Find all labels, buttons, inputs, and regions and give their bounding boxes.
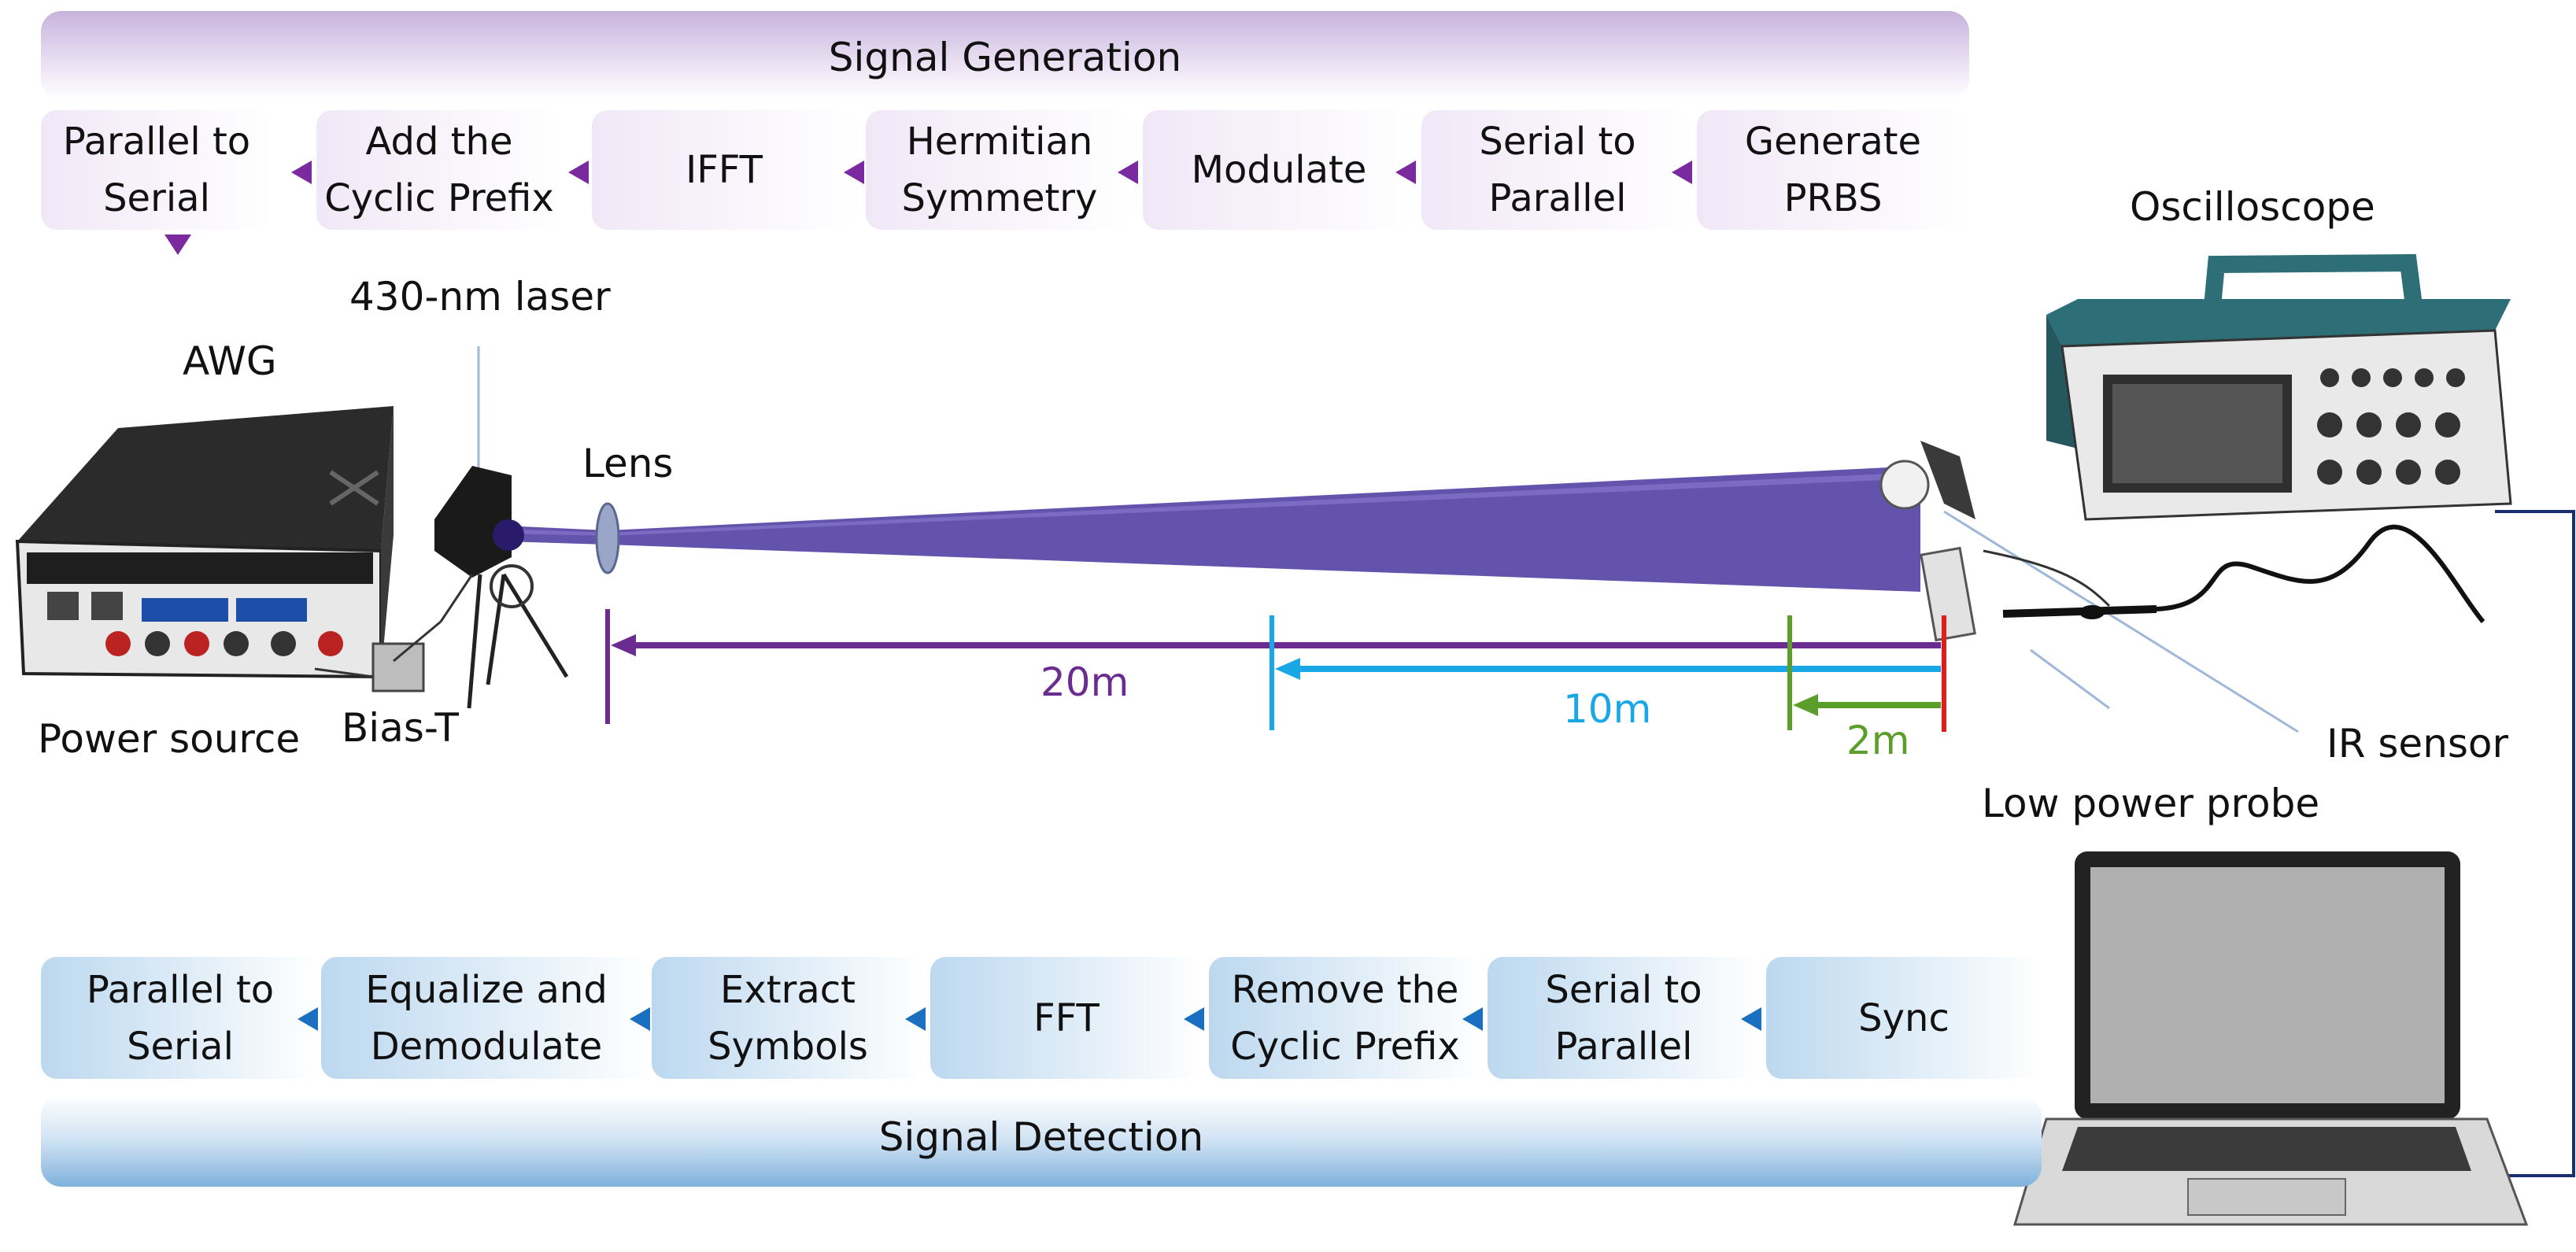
- signal-generation-band: Signal Generation: [41, 11, 1969, 99]
- signal-detection-band: Signal Detection: [41, 1095, 2042, 1187]
- gen-step-parallel-to-serial: Parallel to Serial: [41, 110, 272, 230]
- gen-output-arrow: [164, 235, 191, 255]
- det-arrow-4: [1184, 1007, 1204, 1031]
- det-arrow-6: [1741, 1007, 1761, 1031]
- det-arrow-1: [298, 1007, 318, 1031]
- lens-label: Lens: [582, 441, 674, 486]
- arrow-10m-head: [1275, 658, 1300, 680]
- oscilloscope-icon: [2046, 253, 2575, 1177]
- gen-step-add-cyclic-prefix: Add the Cyclic Prefix: [316, 110, 562, 230]
- laptop-icon: [2012, 851, 2529, 1226]
- ir-sensor-icon: [1879, 441, 2299, 733]
- laser-head-icon: [434, 346, 569, 709]
- gen-step-ifft: IFFT: [592, 110, 856, 230]
- laser-label: 430-nm laser: [349, 274, 611, 319]
- ir-sensor-label: IR sensor: [2327, 721, 2509, 766]
- gen-arrow-5: [1395, 161, 1416, 184]
- gen-step-modulate: Modulate: [1143, 110, 1415, 230]
- gen-arrow-1: [291, 161, 312, 184]
- bias-t-label: Bias-T: [342, 705, 459, 751]
- distance-10m-label: 10m: [1563, 686, 1652, 732]
- det-step-remove-cyclic-prefix: Remove the Cyclic Prefix: [1209, 957, 1481, 1079]
- laser-beam: [504, 466, 1920, 592]
- arrow-2m-head: [1793, 694, 1818, 716]
- signal-generation-title: Signal Generation: [828, 35, 1182, 80]
- distance-2m-label: 2m: [1846, 718, 1910, 763]
- low-power-probe-label: Low power probe: [1982, 781, 2320, 826]
- signal-detection-title: Signal Detection: [878, 1114, 1204, 1160]
- det-step-parallel-to-serial: Parallel to Serial: [41, 957, 320, 1079]
- det-step-serial-to-parallel: Serial to Parallel: [1488, 957, 1760, 1079]
- probe-icon: [1983, 525, 2485, 710]
- distance-markers: [605, 609, 1946, 732]
- awg-label: AWG: [183, 338, 277, 384]
- det-step-extract-symbols: Extract Symbols: [652, 957, 924, 1079]
- det-arrow-5: [1462, 1007, 1483, 1031]
- det-arrow-3: [905, 1007, 926, 1031]
- lens-icon: [595, 502, 620, 574]
- bias-t-icon: [314, 574, 474, 692]
- gen-step-serial-to-parallel: Serial to Parallel: [1421, 110, 1694, 230]
- distance-20m-label: 20m: [1040, 659, 1129, 705]
- det-step-fft: FFT: [930, 957, 1203, 1079]
- gen-step-generate-prbs: Generate PRBS: [1697, 110, 1969, 230]
- power-source-label: Power source: [38, 716, 301, 762]
- det-step-equalize-demodulate: Equalize and Demodulate: [321, 957, 652, 1079]
- det-arrow-2: [630, 1007, 650, 1031]
- awg-instrument-icon: [15, 406, 394, 679]
- gen-arrow-2: [568, 161, 589, 184]
- gen-arrow-4: [1118, 161, 1138, 184]
- gen-arrow-3: [844, 161, 864, 184]
- det-step-sync: Sync: [1766, 957, 2042, 1079]
- arrow-20m-head: [611, 634, 636, 656]
- oscilloscope-label: Oscilloscope: [2130, 184, 2375, 230]
- gen-step-hermitian-symmetry: Hermitian Symmetry: [866, 110, 1133, 230]
- gen-arrow-6: [1672, 161, 1692, 184]
